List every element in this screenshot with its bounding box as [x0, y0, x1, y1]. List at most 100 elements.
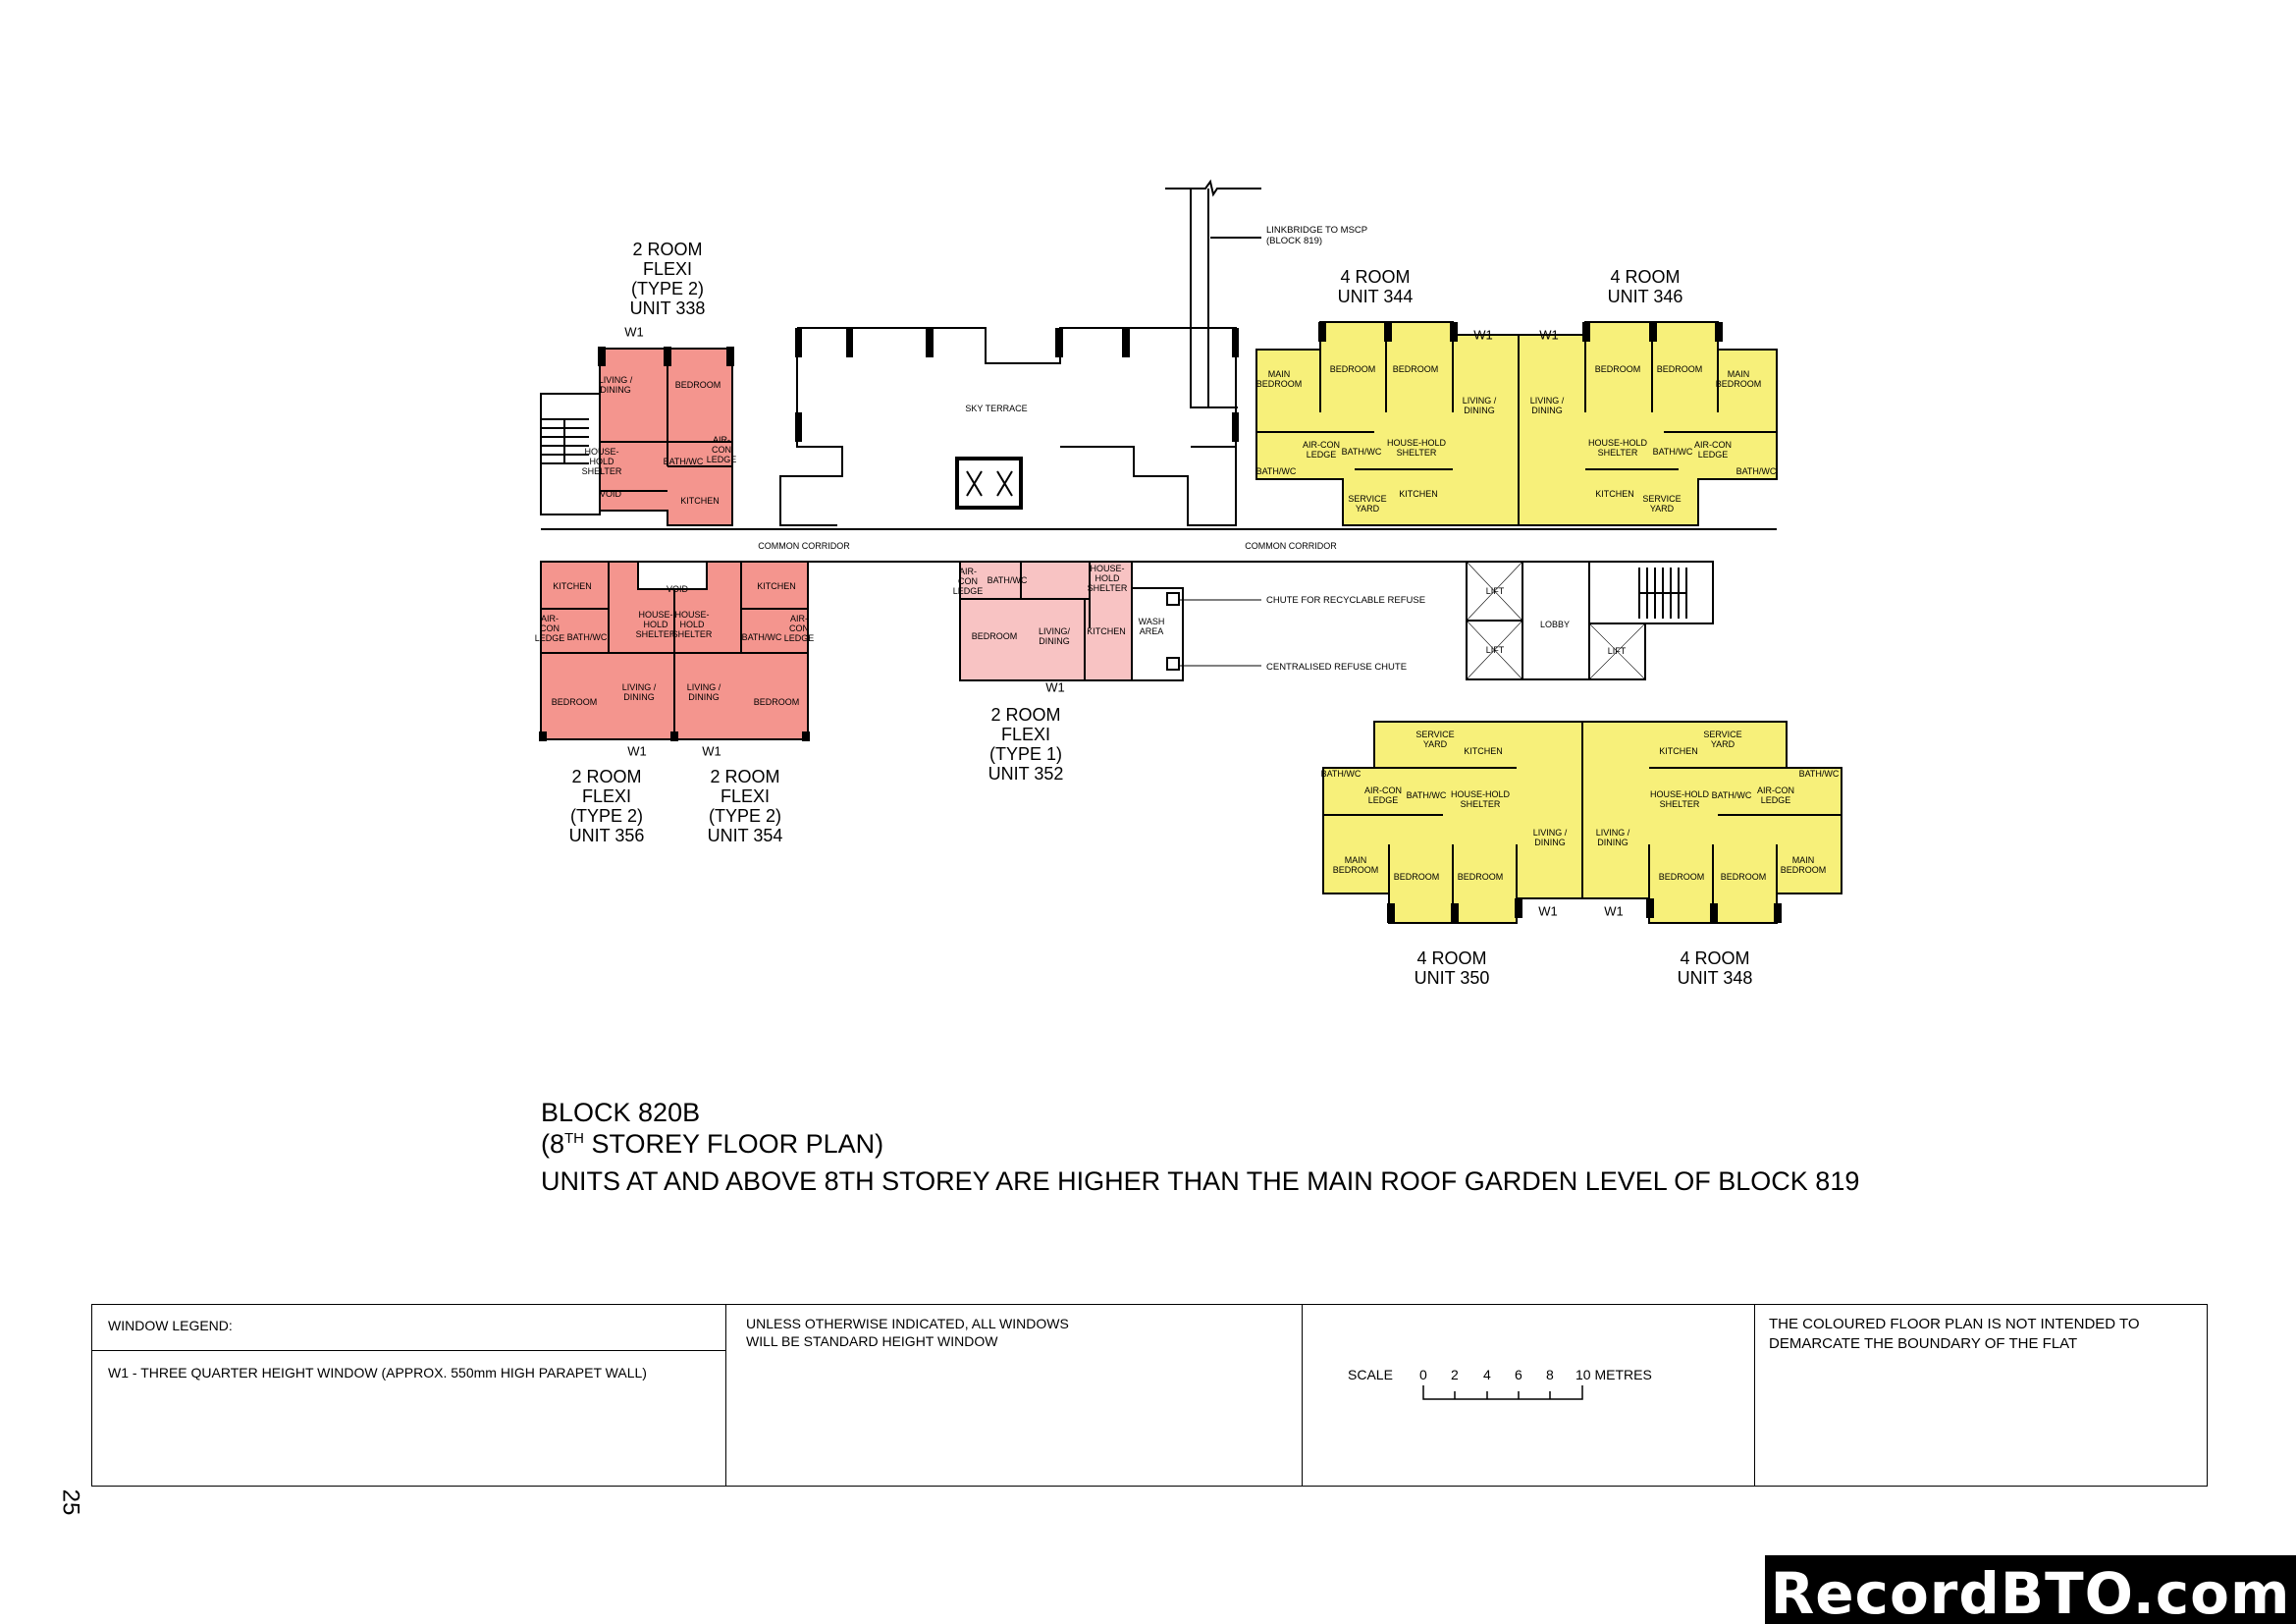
- linkbridge: [1165, 179, 1261, 408]
- room-label-line: LIVING/: [1038, 626, 1071, 636]
- storey-title-sup: TH: [564, 1130, 585, 1147]
- window-w1-marker: W1: [702, 743, 721, 759]
- room-label: KITCHEN: [1087, 626, 1126, 636]
- room-label-line: KITCHEN: [1087, 626, 1126, 636]
- room-label: BATH/WC: [1407, 790, 1447, 800]
- wash-area-line: WASH: [1138, 617, 1165, 626]
- room-label-line: BATH/WC: [566, 632, 608, 642]
- block-title: BLOCK 820B: [541, 1098, 701, 1127]
- note-line: UNLESS OTHERWISE INDICATED, ALL WINDOWS: [746, 1316, 1069, 1331]
- disclaimer-line: DEMARCATE THE BOUNDARY OF THE FLAT: [1769, 1335, 2078, 1352]
- linkbridge-label: LINKBRIDGE TO MSCP (BLOCK 819): [1266, 225, 1367, 246]
- chute-recyclable: [1166, 592, 1180, 606]
- room-label-line: DINING: [1531, 406, 1563, 415]
- room-label: LIVING /DINING: [1533, 828, 1568, 847]
- scale-tick: 8: [1546, 1367, 1554, 1382]
- room-label-line: HOLD: [643, 620, 668, 629]
- legend-divider: [92, 1350, 725, 1351]
- standard-window-note-cell: UNLESS OTHERWISE INDICATED, ALL WINDOWS …: [726, 1305, 1303, 1486]
- room-label: KITCHEN: [1464, 746, 1503, 756]
- disclaimer-text: THE COLOURED FLOOR PLAN IS NOT INTENDED …: [1769, 1315, 2140, 1354]
- room-label-line: BEDROOM: [1329, 364, 1376, 374]
- room-label: LIVING /DINING: [687, 682, 721, 702]
- room-label-line: SHELTER: [671, 629, 713, 639]
- room-label: BATH/WC: [1799, 769, 1840, 779]
- wash-area-line: AREA: [1139, 626, 1164, 636]
- room-label-line: SERVICE: [1415, 730, 1455, 739]
- storey-title-part: STOREY FLOOR PLAN): [584, 1129, 884, 1159]
- room-label-line: KITCHEN: [1399, 489, 1438, 499]
- room-label-line: LEDGE: [706, 455, 737, 464]
- room-label-line: CON: [957, 576, 978, 586]
- room-label-line: SHELTER: [1396, 448, 1437, 458]
- unit-title-line: FLEXI: [581, 786, 632, 806]
- room-label: VOID: [667, 584, 688, 594]
- room-label: LIVING /DINING: [599, 375, 633, 395]
- room-label-line: AIR-: [958, 567, 977, 576]
- room-label-line: HOUSE-HOLD: [1649, 789, 1710, 799]
- unit-title-line: 4 ROOM: [1680, 948, 1750, 968]
- room-label-line: DINING: [1039, 636, 1070, 646]
- unit-title-line: UNIT 346: [1607, 287, 1683, 306]
- room-label: BEDROOM: [675, 380, 721, 390]
- room-label-line: BEDROOM: [1393, 872, 1440, 882]
- room-label-line: LEDGE: [1697, 450, 1729, 460]
- room-label-line: KITCHEN: [553, 581, 592, 591]
- room-label-line: DINING: [688, 692, 720, 702]
- room-label-line: MAIN: [1791, 855, 1815, 865]
- room-label-line: VOID: [599, 489, 622, 499]
- room-label-line: YARD: [1422, 739, 1448, 749]
- room-label-line: AIR-: [712, 435, 730, 445]
- room-label-line: BATH/WC: [1652, 447, 1693, 457]
- room-label-line: LIVING /: [1595, 828, 1630, 838]
- room-label-line: MAIN: [1727, 369, 1750, 379]
- room-label-line: LEDGE: [783, 633, 815, 643]
- room-label-line: HOUSE-HOLD: [1386, 438, 1447, 448]
- lift-label: LIFT: [1485, 645, 1505, 655]
- room-label: BEDROOM: [1721, 872, 1767, 882]
- room-label-line: KITCHEN: [1659, 746, 1698, 756]
- room-label-line: SHELTER: [1460, 799, 1501, 809]
- lobby-label: LOBBY: [1539, 620, 1571, 629]
- window-legend-cell: WINDOW LEGEND: W1 - THREE QUARTER HEIGHT…: [92, 1305, 726, 1486]
- page-number: 25: [57, 1489, 84, 1516]
- room-label-line: BATH/WC: [987, 575, 1028, 585]
- room-label-line: MAIN: [1267, 369, 1291, 379]
- window-w1-marker: W1: [627, 743, 647, 759]
- unit-title-line: FLEXI: [1000, 725, 1051, 744]
- chute-recyclable-label: CHUTE FOR RECYCLABLE REFUSE: [1266, 595, 1426, 606]
- room-label-line: HOUSE-: [584, 447, 619, 457]
- room-label-line: DINING: [600, 385, 631, 395]
- scale-tick: 10 METRES: [1575, 1367, 1652, 1382]
- room-label: KITCHEN: [680, 496, 720, 506]
- room-label-line: YARD: [1649, 504, 1675, 514]
- room-label-line: SERVICE: [1703, 730, 1742, 739]
- sky-terrace-label: SKY TERRACE: [965, 404, 1028, 413]
- scale-tick: 4: [1483, 1367, 1491, 1382]
- unit-title-line: 4 ROOM: [1416, 948, 1487, 968]
- room-label-line: KITCHEN: [757, 581, 796, 591]
- watermark-logo: RecordBTO.com: [1765, 1555, 2296, 1624]
- scale-cell: SCALE 0 2 4 6 8 10 METRES: [1303, 1305, 1755, 1486]
- room-label-line: VOID: [666, 584, 689, 594]
- room-label: BATH/WC: [742, 632, 782, 642]
- room-label-line: BEDROOM: [753, 697, 800, 707]
- storey-title: (8TH STOREY FLOOR PLAN): [541, 1129, 883, 1159]
- linkbridge-label-line: LINKBRIDGE TO MSCP: [1266, 225, 1368, 236]
- room-label: BATH/WC: [1653, 447, 1693, 457]
- window-w1-marker: W1: [1539, 327, 1559, 343]
- room-label-line: HOLD: [589, 457, 614, 466]
